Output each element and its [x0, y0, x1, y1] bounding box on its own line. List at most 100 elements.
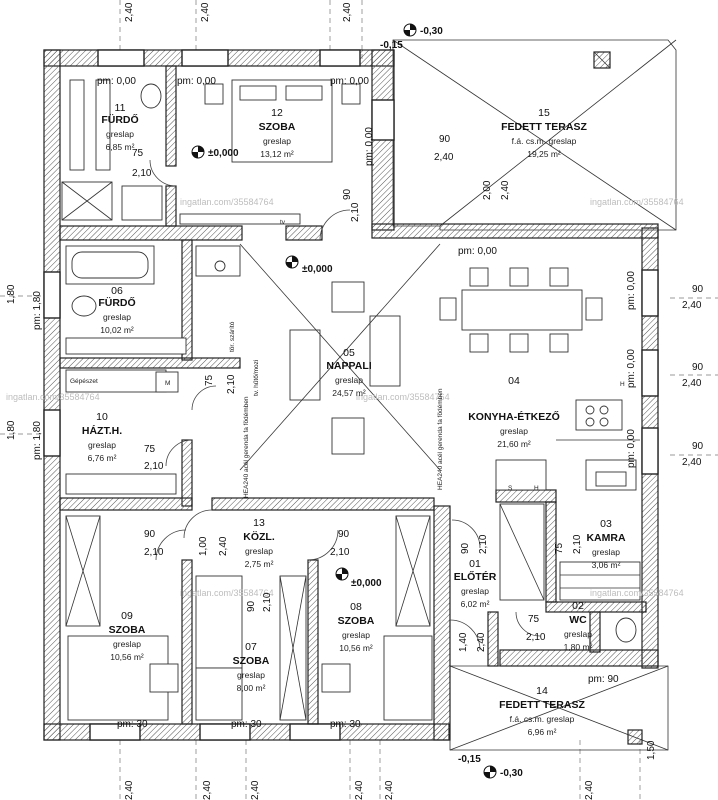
room-13-label: 13 KÖZL. greslap 2,75 m² — [243, 517, 275, 569]
room-01-label: 01 ELŐTÉR greslap 6,02 m² — [454, 558, 497, 609]
room-name: HÁZT.H. — [82, 424, 122, 437]
note-m: M — [165, 380, 170, 387]
dimension-label: 2,10 — [132, 168, 152, 179]
room-area: 1,80 m² — [564, 642, 593, 652]
dimension-label: 2,10 — [526, 632, 546, 643]
room-floor: greslap — [113, 639, 141, 649]
dimension-label: 2,10 — [262, 592, 273, 612]
note-dryer: tör. szárító — [229, 321, 236, 352]
room-floor: f.á. cs.m. greslap — [510, 714, 575, 724]
room-name: FÜRDŐ — [101, 113, 138, 126]
dimension-texts: 2,40 2,40 2,40 2,40 2,40 2,40 2,40 2,40 … — [6, 2, 704, 800]
sill-height-label: pm: 0,00 — [364, 127, 375, 166]
room-number: 05 — [343, 347, 355, 359]
level-marker-icon — [403, 23, 417, 37]
room-number: 15 — [538, 107, 550, 119]
room-number: 14 — [536, 685, 548, 697]
room-area: 6,76 m² — [88, 453, 117, 463]
dimension-label: 75 — [132, 148, 144, 159]
note-h: H — [620, 381, 625, 388]
room-area: 19,25 m² — [527, 149, 561, 159]
room-floor: greslap — [342, 630, 370, 640]
door-swings — [149, 159, 541, 651]
dimension-label: 2,10 — [144, 461, 164, 472]
level-marker-icon — [335, 567, 349, 581]
level-markers — [191, 23, 497, 779]
room-area: 10,02 m² — [100, 325, 134, 335]
dimension-label: 75 — [554, 542, 565, 554]
dimension-label: 1,00 — [198, 536, 209, 556]
room-area: 13,12 m² — [260, 149, 294, 159]
room-number: 09 — [121, 610, 133, 622]
room-number: 13 — [253, 517, 265, 529]
room-name: SZOBA — [233, 655, 270, 667]
room-name: KONYHA-ÉTKEZŐ — [468, 410, 560, 423]
sill-height-label: pm: 0,00 — [458, 246, 497, 257]
room-04-label: 04 KONYHA-ÉTKEZŐ greslap 21,60 m² — [468, 375, 560, 449]
dimension-label: 2,10 — [330, 547, 350, 558]
dimension-label: 2,10 — [572, 534, 583, 554]
dimension-label: 90 — [460, 542, 471, 554]
dimension-label: 2,40 — [124, 2, 135, 22]
watermark: ingatlan.com/35584764 — [6, 392, 100, 402]
dimension-label: 1,80 — [6, 420, 17, 440]
level-marker-icon — [483, 765, 497, 779]
sill-height-label: pm: 30 — [330, 719, 361, 730]
dimension-label: 90 — [246, 600, 257, 612]
room-area: 10,56 m² — [339, 643, 373, 653]
room-floor: greslap — [335, 375, 363, 385]
room-name: KAMRA — [586, 532, 625, 544]
dimension-label: 90 — [338, 529, 350, 540]
room-07-label: 07 SZOBA greslap 8,00 m² — [233, 641, 270, 693]
watermark: ingatlan.com/35584764 — [180, 588, 274, 598]
room-number: 02 — [572, 600, 584, 612]
dimension-label: 2,40 — [218, 536, 229, 556]
note-tv: tv — [280, 219, 286, 226]
room-area: 8,00 m² — [237, 683, 266, 693]
dimension-label: 2,40 — [434, 152, 454, 163]
dimension-label: 90 — [692, 284, 704, 295]
room-12-label: 12 SZOBA greslap 13,12 m² — [259, 107, 296, 159]
dimension-label: 90 — [692, 362, 704, 373]
dimension-label: 2,40 — [500, 180, 511, 200]
sill-height-label: pm: 0,00 — [626, 271, 637, 310]
dimension-label: 2,10 — [144, 547, 164, 558]
note-beam: HEA240 acél gerenda fa födémben — [243, 396, 250, 498]
dimension-label: 2,00 — [482, 180, 493, 200]
room-name: FÜRDŐ — [98, 296, 135, 309]
sill-height-label: pm: 0,00 — [177, 76, 216, 87]
room-number: 06 — [111, 285, 123, 297]
room-floor: greslap — [500, 426, 528, 436]
room-floor: f.á. cs.m. greslap — [512, 136, 577, 146]
room-floor: greslap — [245, 546, 273, 556]
room-number: 03 — [600, 518, 612, 530]
dimension-label: 2,40 — [384, 780, 395, 800]
dimension-label: 2,40 — [682, 300, 702, 311]
outer-walls — [43, 49, 659, 741]
room-name: SZOBA — [259, 121, 296, 133]
room-name: ELŐTÉR — [454, 570, 497, 583]
room-number: 08 — [350, 601, 362, 613]
room-area: 6,02 m² — [461, 599, 490, 609]
dimension-label: 75 — [204, 374, 215, 386]
room-number: 04 — [508, 375, 520, 387]
room-area: 2,75 m² — [245, 559, 274, 569]
dimension-label: 2,40 — [682, 457, 702, 468]
room-name: SZOBA — [338, 615, 375, 627]
sill-height-label: pm: 90 — [588, 674, 619, 685]
room-floor: greslap — [106, 129, 134, 139]
sill-height-label: pm: 0,00 — [330, 76, 369, 87]
sill-height-label: pm: 30 — [117, 719, 148, 730]
watermarks: ingatlan.com/35584764 ingatlan.com/35584… — [6, 197, 684, 598]
dimension-label: 90 — [342, 188, 353, 200]
room-03-label: 03 KAMRA greslap 3,06 m² — [586, 518, 625, 570]
room-09-label: 09 SZOBA greslap 10,56 m² — [109, 610, 146, 662]
sill-height-label: pm: 1,80 — [32, 291, 43, 330]
dimension-label: 1,80 — [6, 284, 17, 304]
level-label: -0,15 — [380, 40, 403, 51]
level-label: -0,30 — [420, 26, 443, 37]
dimension-label: 75 — [528, 614, 540, 625]
watermark: ingatlan.com/35584764 — [180, 197, 274, 207]
note-fridge: tv. hűtő/mozi — [253, 360, 260, 396]
